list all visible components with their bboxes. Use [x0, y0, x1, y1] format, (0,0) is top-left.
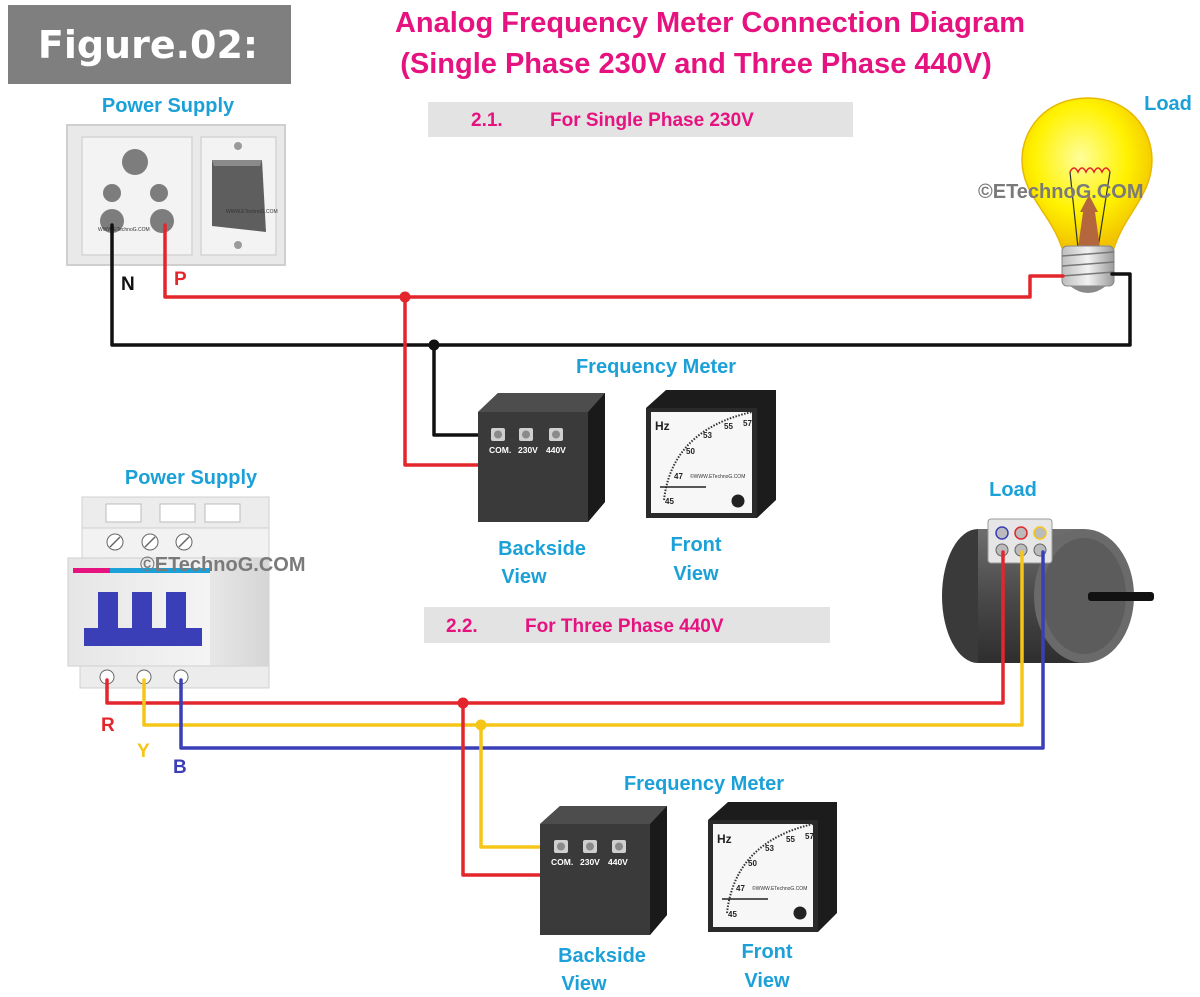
wire-label-phase: P: [174, 269, 187, 290]
meter-backside-1: COM. 230V 440V: [478, 393, 605, 522]
svg-text:57: 57: [743, 419, 752, 428]
motor-shaft: [1088, 592, 1154, 601]
meter-backside-2: COM. 230V 440V: [540, 806, 667, 935]
terminal-com: [491, 428, 505, 441]
figure-badge: [8, 5, 291, 84]
wire-label-neutral: N: [121, 274, 135, 295]
y-phase-wire: [142, 550, 1024, 727]
terminal-label-230v: 230V: [518, 445, 538, 455]
terminal-label-440v: 440V: [546, 445, 566, 455]
terminal-230v: [583, 840, 597, 853]
neutral-wire: [110, 223, 1132, 347]
svg-text:47: 47: [736, 884, 745, 893]
junction-dot: [475, 719, 487, 731]
section-number-2-2: 2.2.: [446, 616, 478, 637]
socket-phase-pin: [150, 209, 174, 233]
socket-switch-board: WWW.ETechnoG.COM WWW.ETechnoG.COM: [66, 124, 286, 266]
wire-label-b: B: [173, 757, 187, 778]
backside-view-label-2b: View: [561, 973, 607, 995]
terminal-com: [554, 840, 568, 853]
svg-text:50: 50: [748, 859, 757, 868]
terminal-label-com: COM.: [551, 857, 573, 867]
meter-y-tap: [479, 723, 562, 849]
r-phase-wire: [105, 550, 1005, 705]
diagram-title-line1: Analog Frequency Meter Connection Diagra…: [395, 7, 1025, 39]
front-view-label-1a: Front: [670, 534, 721, 556]
watermark-1: ©ETechnoG.COM: [978, 181, 1143, 203]
load-label-2: Load: [989, 479, 1037, 501]
phase-wire: [163, 223, 1065, 299]
meter-front-2: Hz 45 47 50 53 55 57 ©WWW.ETechnoG.COM: [708, 802, 837, 932]
three-pole-mcb: [67, 496, 270, 689]
backside-view-label-2a: Backside: [558, 945, 646, 967]
terminal-230v: [519, 428, 533, 441]
motor-icon: [942, 518, 1154, 663]
backside-view-label-1a: Backside: [498, 538, 586, 560]
b-phase-wire: [179, 550, 1045, 750]
backside-view-label-1b: View: [501, 566, 547, 588]
wire-label-r: R: [101, 715, 115, 736]
watermark-2: ©ETechnoG.COM: [140, 554, 305, 576]
svg-text:55: 55: [786, 835, 795, 844]
frequency-meter-label-2: Frequency Meter: [624, 773, 784, 795]
terminal-label-230v: 230V: [580, 857, 600, 867]
meter-neutral-tap: [432, 343, 499, 437]
terminal-440v: [549, 428, 563, 441]
terminal-440v: [612, 840, 626, 853]
mcb-lever: [84, 592, 202, 646]
power-supply-label-2: Power Supply: [125, 467, 258, 489]
junction-dot: [457, 697, 469, 709]
svg-text:55: 55: [724, 422, 733, 431]
header: Figure.02: Analog Frequency Meter Connec…: [8, 5, 1025, 84]
load-label-1: Load: [1144, 93, 1192, 115]
frequency-meter-label-1: Frequency Meter: [576, 356, 736, 378]
switch-toggle: [212, 160, 266, 232]
socket-neutral-pin: [100, 209, 124, 233]
meter-unit: Hz: [717, 832, 732, 846]
svg-text:45: 45: [665, 497, 674, 506]
svg-text:WWW.ETechnoG.COM: WWW.ETechnoG.COM: [98, 227, 150, 233]
junction-dot: [428, 339, 440, 351]
terminal-label-440v: 440V: [608, 857, 628, 867]
power-supply-label-1: Power Supply: [102, 95, 235, 117]
svg-text:53: 53: [703, 431, 712, 440]
meter-scale-arc: [663, 411, 753, 501]
zero-adjust-knob: [793, 906, 807, 920]
section-title-2-2: For Three Phase 440V: [525, 616, 724, 637]
zero-adjust-knob: [731, 494, 745, 508]
svg-text:57: 57: [805, 832, 814, 841]
figure-label: Figure.02:: [38, 23, 258, 67]
socket-brand-text: WWW.ETechnoG.COM: [226, 209, 278, 215]
section-banner-2-1: [428, 102, 853, 137]
meter-unit: Hz: [655, 419, 670, 433]
wire-label-y: Y: [137, 741, 150, 762]
section-title-2-1: For Single Phase 230V: [550, 110, 754, 131]
front-view-label-1b: View: [673, 563, 719, 585]
section-single-phase: 2.1. For Single Phase 230V Power Supply …: [66, 93, 1192, 588]
socket-earth-pin: [122, 149, 148, 175]
svg-text:50: 50: [686, 447, 695, 456]
junction-dot: [399, 291, 411, 303]
svg-text:47: 47: [674, 472, 683, 481]
section-number-2-1: 2.1.: [471, 110, 503, 131]
front-view-label-2b: View: [744, 970, 790, 992]
front-view-label-2a: Front: [741, 941, 792, 963]
meter-front-1: Hz 45 47 50 53 55 57 ©WWW.ETechnoG.COM: [646, 390, 776, 518]
section-three-phase: 2.2. For Three Phase 440V Power Supply ©…: [67, 467, 1154, 995]
svg-text:53: 53: [765, 844, 774, 853]
diagram-title-line2: (Single Phase 230V and Three Phase 440V): [400, 48, 992, 80]
light-bulb-icon: [1021, 97, 1153, 293]
svg-text:45: 45: [728, 910, 737, 919]
meter-brand: ©WWW.ETechnoG.COM: [690, 473, 745, 480]
terminal-label-com: COM.: [489, 445, 511, 455]
meter-brand: ©WWW.ETechnoG.COM: [752, 885, 807, 892]
section-banner-2-2: [424, 607, 830, 643]
